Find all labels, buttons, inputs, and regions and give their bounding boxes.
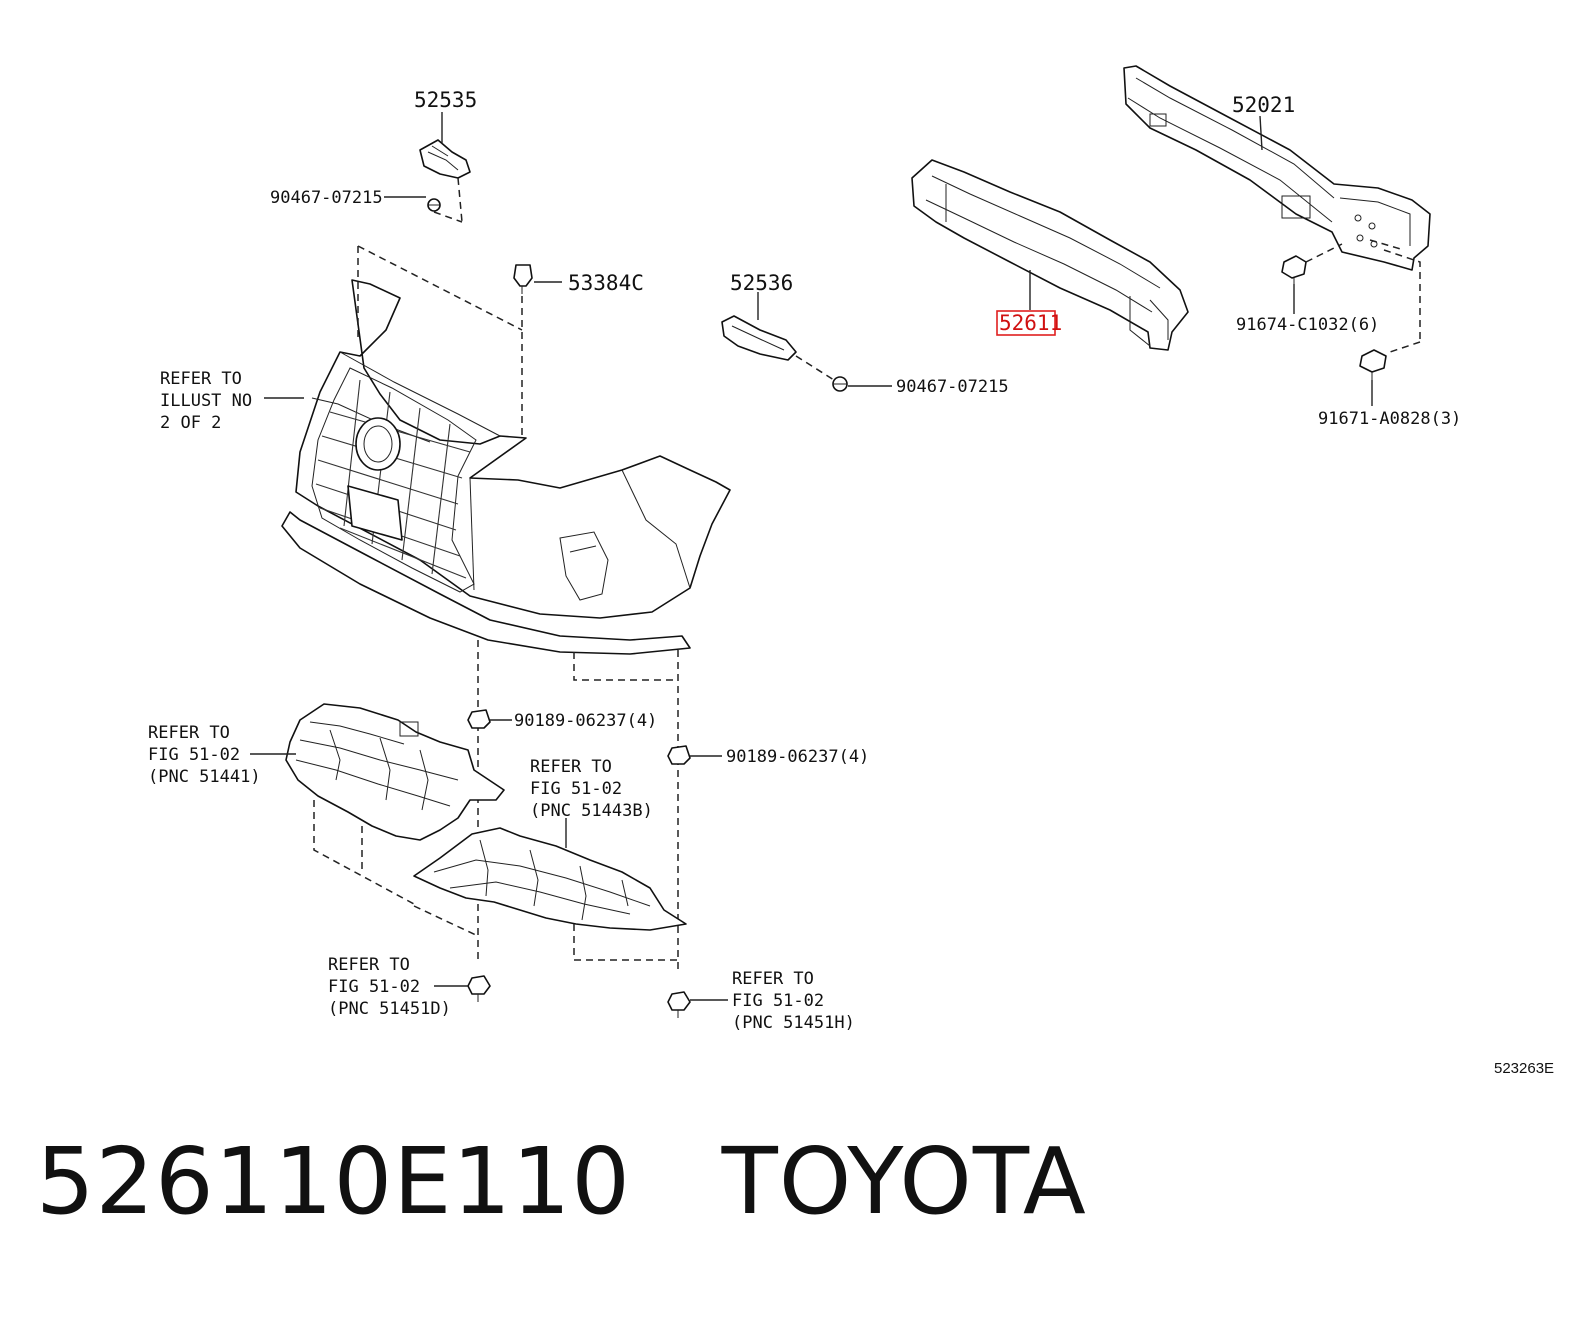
label-52021: 52021: [1232, 93, 1295, 117]
refer-51443b-note: REFER TO FIG 51-02 (PNC 51443B): [530, 757, 653, 821]
svg-text:REFER TO: REFER TO: [148, 723, 230, 743]
undercover-51443b-drawing[interactable]: [413, 827, 687, 931]
svg-text:(PNC 51441): (PNC 51441): [148, 767, 261, 787]
screw-51451d-drawing[interactable]: [467, 975, 491, 1002]
bumper-cover-drawing[interactable]: [281, 279, 731, 655]
illustration-id: 523263E: [1494, 1060, 1555, 1077]
svg-text:FIG 51-02: FIG 51-02: [328, 977, 420, 997]
label-90467-top: 90467-07215: [270, 188, 383, 208]
screw-51451h-drawing[interactable]: [667, 991, 691, 1018]
refer-51451h-note: REFER TO FIG 51-02 (PNC 51451H): [732, 969, 855, 1033]
clip-90189-right-drawing[interactable]: [667, 745, 691, 765]
bolt-91671-drawing[interactable]: [1359, 349, 1387, 380]
svg-text:(PNC 51443B): (PNC 51443B): [530, 801, 653, 821]
svg-text:REFER TO: REFER TO: [530, 757, 612, 777]
svg-text:2 OF 2: 2 OF 2: [160, 413, 221, 433]
reinforcement-52021-drawing[interactable]: [1123, 65, 1431, 271]
bracket-52536-drawing[interactable]: [721, 315, 848, 392]
caption-brand: TOYOTA: [721, 1128, 1087, 1235]
label-91674: 91674-C1032(6): [1236, 315, 1379, 335]
svg-text:REFER TO: REFER TO: [732, 969, 814, 989]
label-52611-highlighted[interactable]: 52611: [999, 311, 1062, 335]
svg-text:FIG 51-02: FIG 51-02: [530, 779, 622, 799]
label-90189-right: 90189-06237(4): [726, 747, 869, 767]
label-91671: 91671-A0828(3): [1318, 409, 1461, 429]
label-90189-left: 90189-06237(4): [514, 711, 657, 731]
svg-text:(PNC 51451H): (PNC 51451H): [732, 1013, 855, 1033]
bolt-91674-drawing[interactable]: [1281, 255, 1307, 284]
bracket-52535-drawing[interactable]: [419, 139, 471, 212]
svg-text:REFER TO: REFER TO: [328, 955, 410, 975]
svg-text:ILLUST NO: ILLUST NO: [160, 391, 252, 411]
caption-part-number: 526110E110: [36, 1128, 631, 1235]
refer-51441-note: REFER TO FIG 51-02 (PNC 51441): [148, 723, 261, 787]
label-90467-mid: 90467-07215: [896, 377, 1009, 397]
svg-text:REFER TO: REFER TO: [160, 369, 242, 389]
svg-text:(PNC 51451D): (PNC 51451D): [328, 999, 451, 1019]
label-52536: 52536: [730, 271, 793, 295]
part-caption: 526110E110 TOYOTA: [36, 1128, 1087, 1235]
svg-text:FIG 51-02: FIG 51-02: [148, 745, 240, 765]
highlight-box-52611: [996, 310, 1056, 336]
absorber-52611-drawing[interactable]: [911, 159, 1189, 351]
svg-text:FIG 51-02: FIG 51-02: [732, 991, 824, 1011]
label-52535: 52535: [414, 88, 477, 112]
refer-51451d-note: REFER TO FIG 51-02 (PNC 51451D): [328, 955, 451, 1019]
undercover-51441-drawing[interactable]: [285, 703, 505, 841]
refer-illust-note: REFER TO ILLUST NO 2 OF 2: [160, 369, 252, 433]
clip-53384c-drawing[interactable]: [513, 264, 533, 294]
clip-90189-left-drawing[interactable]: [467, 709, 491, 729]
label-53384c: 53384C: [568, 271, 644, 295]
